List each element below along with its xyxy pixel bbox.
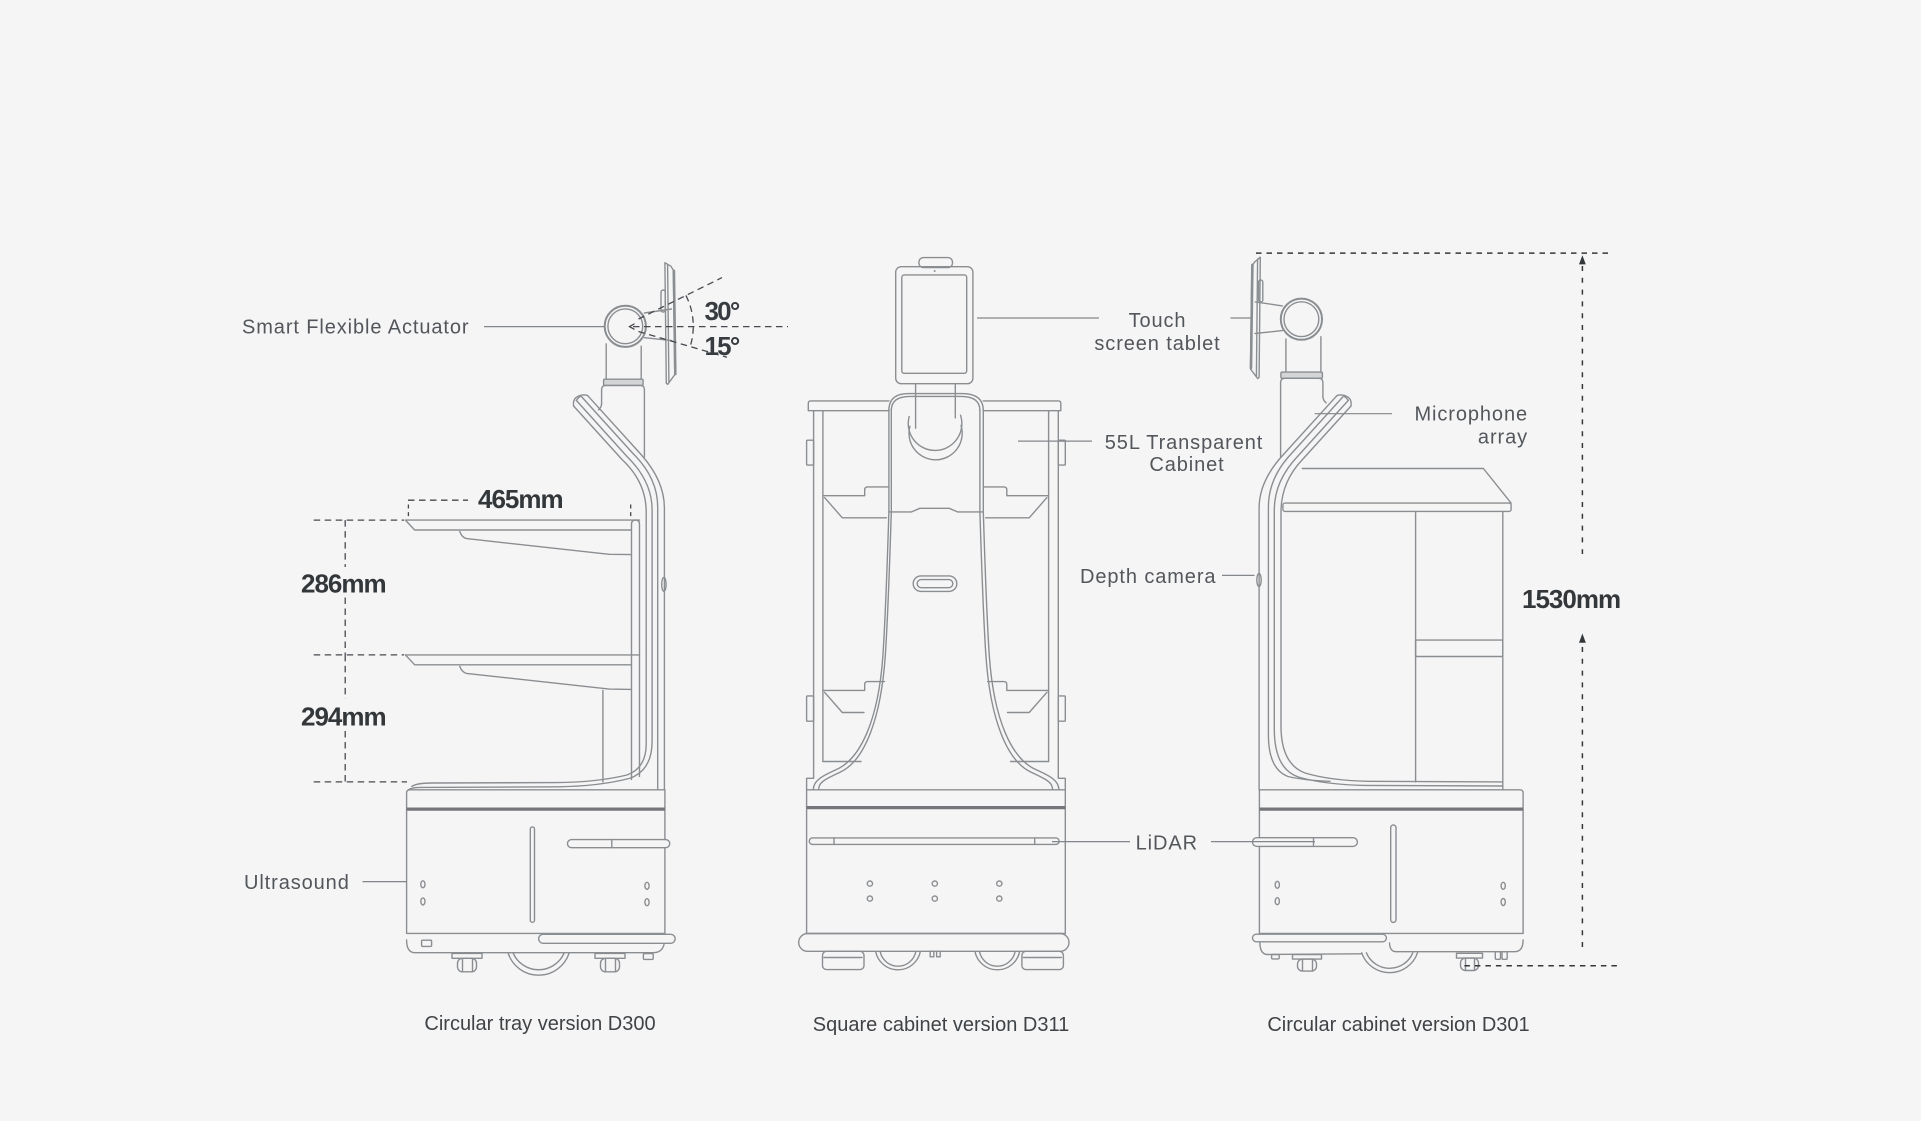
svg-text:Microphone: Microphone — [1414, 404, 1528, 426]
svg-text:LiDAR: LiDAR — [1136, 833, 1198, 855]
svg-text:286mm: 286mm — [301, 569, 386, 599]
svg-text:Circular tray version D300: Circular tray version D300 — [424, 1013, 655, 1035]
svg-text:Square cabinet version D311: Square cabinet version D311 — [813, 1014, 1069, 1036]
svg-text:Depth camera: Depth camera — [1080, 566, 1216, 588]
svg-text:Smart Flexible Actuator: Smart Flexible Actuator — [242, 317, 469, 339]
svg-text:30°: 30° — [705, 296, 740, 326]
svg-text:15°: 15° — [705, 331, 740, 361]
svg-text:Cabinet: Cabinet — [1149, 454, 1224, 476]
svg-text:array: array — [1478, 427, 1528, 449]
svg-text:1530mm: 1530mm — [1522, 584, 1620, 614]
svg-text:screen tablet: screen tablet — [1094, 333, 1220, 355]
svg-text:Ultrasound: Ultrasound — [244, 872, 350, 894]
svg-text:Circular cabinet version D301: Circular cabinet version D301 — [1267, 1014, 1529, 1036]
svg-text:294mm: 294mm — [301, 702, 386, 732]
svg-text:465mm: 465mm — [478, 484, 563, 514]
svg-text:Touch: Touch — [1129, 310, 1187, 332]
svg-text:55L Transparent: 55L Transparent — [1105, 432, 1263, 454]
